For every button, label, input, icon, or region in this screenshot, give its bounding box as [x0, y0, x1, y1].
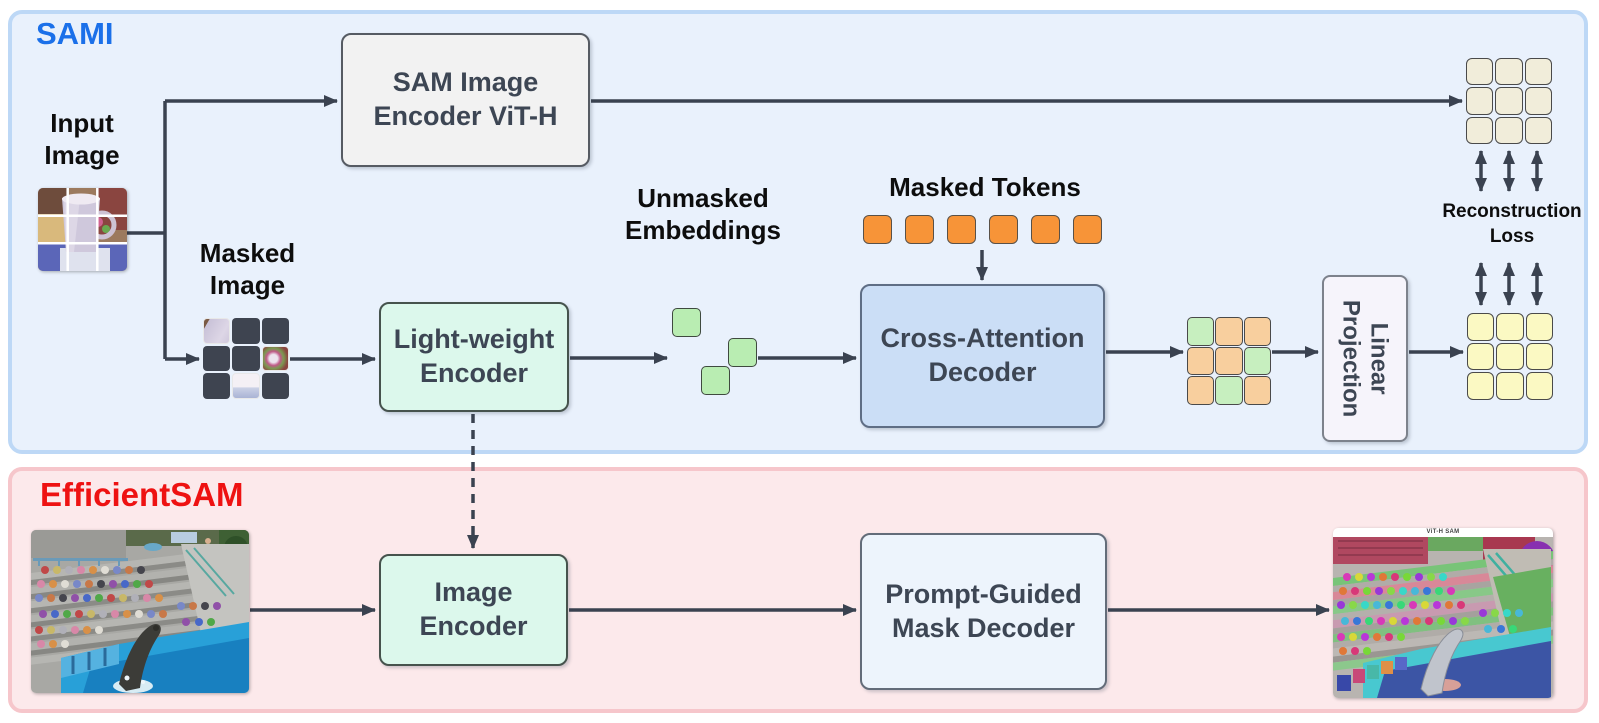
efficientsam-output-photo: ViT-H SAM: [1333, 528, 1553, 698]
masked-token: [1073, 215, 1102, 244]
unmasked-embedding-token: [672, 308, 701, 337]
grid-cell-maskcell: [232, 345, 260, 372]
projected-embedding-grid: [1467, 313, 1553, 400]
grid-cell-green: [1187, 317, 1215, 346]
grid-cell-peach: [1215, 346, 1243, 376]
grid-cell-yellow: [1467, 372, 1495, 400]
grid-cell-peach: [1187, 346, 1215, 376]
decoder-output-grid: [1187, 317, 1271, 405]
masked-tokens-label: Masked Tokens: [889, 172, 1081, 202]
mug-photo-art: [38, 188, 127, 271]
lightweight-encoder-box: Light-weight Encoder: [379, 302, 569, 412]
grid-cell-yellow: [1525, 372, 1553, 400]
grid-cell-green: [1215, 376, 1243, 405]
unmasked-embeddings-tokens: [672, 308, 758, 396]
unmasked-embeddings-label: Unmasked Embeddings: [624, 183, 781, 245]
grid-cell-cream: [1524, 116, 1552, 144]
grid-cell-photo-c: [232, 373, 260, 399]
masked-token: [1031, 215, 1060, 244]
grid-cell-photo-a: [203, 318, 231, 344]
grid-cell-peach: [1187, 376, 1215, 405]
masked-tokens-row: [863, 215, 1102, 244]
masked-image-label: Masked Image: [199, 238, 296, 300]
input-image-photo: [38, 188, 127, 271]
input-image-label: Input Image: [44, 108, 120, 170]
cross-attention-decoder-box: Cross-Attention Decoder: [860, 284, 1105, 428]
grid-cell-peach: [1243, 317, 1271, 346]
unmasked-embedding-token: [728, 338, 757, 367]
grid-cell-cream: [1495, 116, 1523, 144]
grid-cell-maskcell: [261, 318, 289, 344]
masked-token: [863, 215, 892, 244]
reconstruction-loss-label: Reconstruction Loss: [1442, 201, 1582, 247]
masked-token: [989, 215, 1018, 244]
grid-cell-yellow: [1467, 313, 1495, 341]
grid-cell-yellow: [1496, 313, 1524, 341]
grid-cell-green: [1243, 346, 1271, 376]
prompt-guided-mask-decoder-box: Prompt-Guided Mask Decoder: [860, 533, 1107, 690]
sam-target-embedding-grid: [1466, 58, 1552, 144]
grid-cell-maskcell: [203, 345, 231, 372]
linear-projection-box: Linear Projection: [1322, 275, 1408, 442]
grid-cell-cream: [1495, 87, 1523, 115]
masked-token: [905, 215, 934, 244]
grid-cell-yellow: [1496, 372, 1524, 400]
unmasked-embedding-token: [701, 366, 730, 395]
grid-cell-cream: [1495, 58, 1523, 86]
masked-token: [947, 215, 976, 244]
grid-cell-yellow: [1525, 313, 1553, 341]
efficientsam-input-photo: [31, 530, 249, 693]
grid-cell-peach: [1215, 317, 1243, 346]
linear-projection-label: Linear Projection: [1338, 299, 1393, 418]
grid-cell-yellow: [1525, 342, 1553, 371]
image-encoder-box: Image Encoder: [379, 554, 568, 666]
grid-cell-peach: [1243, 376, 1271, 405]
grid-cell-cream: [1524, 87, 1552, 115]
grid-cell-yellow: [1496, 342, 1524, 371]
grid-cell-cream: [1524, 58, 1552, 86]
grid-cell-photo-b: [261, 345, 289, 372]
masked-image-grid: [203, 318, 289, 399]
grid-cell-maskcell: [232, 318, 260, 344]
seal-show-photo-art: [31, 530, 249, 693]
grid-cell-cream: [1466, 87, 1494, 115]
grid-cell-yellow: [1467, 342, 1495, 371]
grid-cell-cream: [1466, 116, 1494, 144]
grid-cell-cream: [1466, 58, 1494, 86]
sami-title: SAMI: [36, 16, 114, 51]
grid-cell-maskcell: [261, 373, 289, 399]
sam-image-encoder-box: SAM Image Encoder ViT-H: [341, 33, 590, 167]
efficientsam-title: EfficientSAM: [40, 476, 244, 513]
efficientsam-panel: [8, 467, 1588, 713]
segmented-photo-art: [1333, 537, 1553, 698]
grid-cell-maskcell: [203, 373, 231, 399]
output-caption: ViT-H SAM: [1426, 529, 1460, 535]
